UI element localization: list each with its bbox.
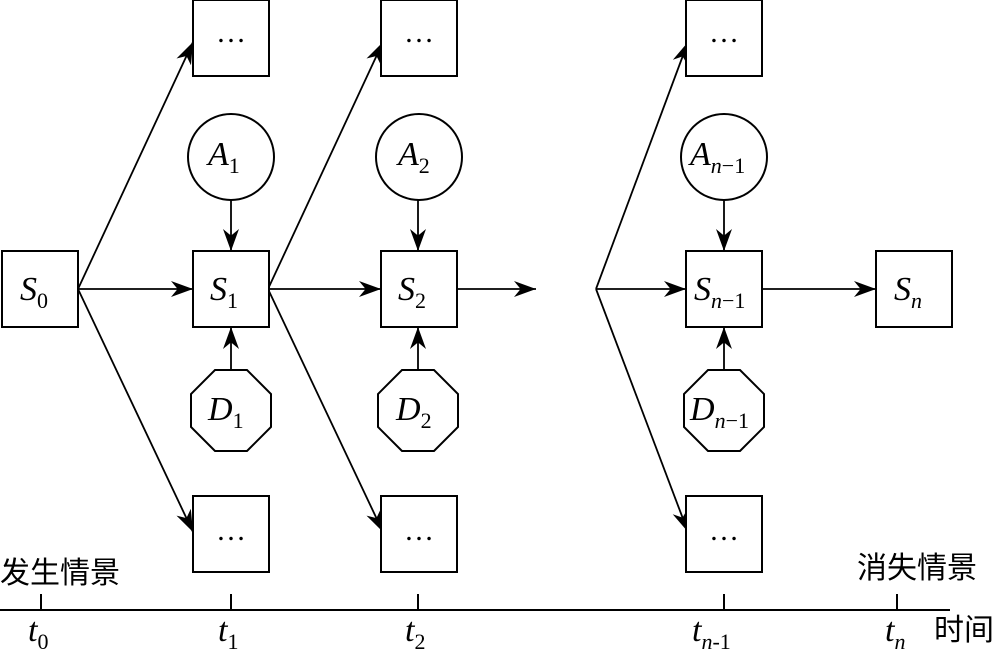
- svg-text:D2: D2: [395, 391, 432, 433]
- svg-text:D1: D1: [207, 391, 244, 433]
- state-s2: S2: [380, 250, 458, 328]
- tick-label-tn-minus-1: tn-1: [692, 612, 731, 654]
- state-sn: Sn: [875, 250, 953, 328]
- timeline: 发生情景 消失情景 时间 t0 t1 t2 tn-1 tn: [0, 551, 994, 654]
- svg-text:Sn: Sn: [894, 271, 922, 313]
- tick-label-t2: t2: [405, 612, 425, 654]
- ellipsis-text: …: [709, 514, 739, 547]
- tick-label-t1: t1: [218, 612, 238, 654]
- edge-s1-bottom: [267, 288, 384, 533]
- edge-pre-bottom: [595, 288, 689, 533]
- svg-text:An−1: An−1: [688, 136, 745, 178]
- action-nodes: A1 A2 An−1: [187, 113, 768, 201]
- action-a1: A1: [187, 113, 275, 201]
- ellipsis-text: …: [216, 16, 246, 49]
- branch-box-top-n1: …: [685, 0, 763, 77]
- svg-text:A2: A2: [396, 136, 430, 178]
- svg-text:Dn−1: Dn−1: [689, 391, 749, 433]
- branch-box-bottom-2: …: [380, 495, 458, 573]
- edges: [77, 41, 876, 533]
- ellipsis-text: …: [216, 514, 246, 547]
- state-nodes: S0 S1 S2 Sn−1 Sn: [1, 250, 953, 328]
- edge-s0-bottom: [77, 288, 194, 533]
- svg-text:A1: A1: [206, 136, 240, 178]
- end-scenario-label: 消失情景: [857, 551, 977, 586]
- state-sn-minus-1: Sn−1: [685, 250, 763, 328]
- edge-s0-top: [77, 41, 194, 290]
- tick-label-tn: tn: [885, 612, 905, 654]
- edge-s1-top: [267, 41, 384, 290]
- branch-box-bottom-n1: …: [685, 495, 763, 573]
- branch-box-top-1: …: [192, 0, 270, 77]
- disturbance-d2: D2: [377, 369, 459, 452]
- state-s1: S1: [192, 250, 270, 328]
- svg-text:S1: S1: [210, 271, 238, 313]
- ellipsis-text: …: [404, 16, 434, 49]
- svg-text:Sn−1: Sn−1: [694, 271, 745, 313]
- ellipsis-text: …: [404, 514, 434, 547]
- action-an-minus-1: An−1: [680, 113, 768, 201]
- branch-box-top-2: …: [380, 0, 458, 77]
- branch-boxes: … … … … … …: [192, 0, 763, 573]
- ellipsis-text: …: [709, 16, 739, 49]
- branch-box-bottom-1: …: [192, 495, 270, 573]
- start-scenario-label: 发生情景: [0, 556, 120, 591]
- disturbance-d1: D1: [190, 369, 272, 452]
- action-a2: A2: [375, 113, 463, 201]
- svg-text:S0: S0: [20, 271, 48, 313]
- disturbance-nodes: D1 D2 Dn−1: [190, 369, 765, 452]
- time-axis-label: 时间: [934, 613, 994, 648]
- disturbance-dn-minus-1: Dn−1: [683, 369, 765, 452]
- edge-pre-top: [595, 41, 689, 290]
- svg-text:S2: S2: [398, 271, 426, 313]
- tick-label-t0: t0: [28, 612, 48, 654]
- state-s0: S0: [1, 250, 79, 328]
